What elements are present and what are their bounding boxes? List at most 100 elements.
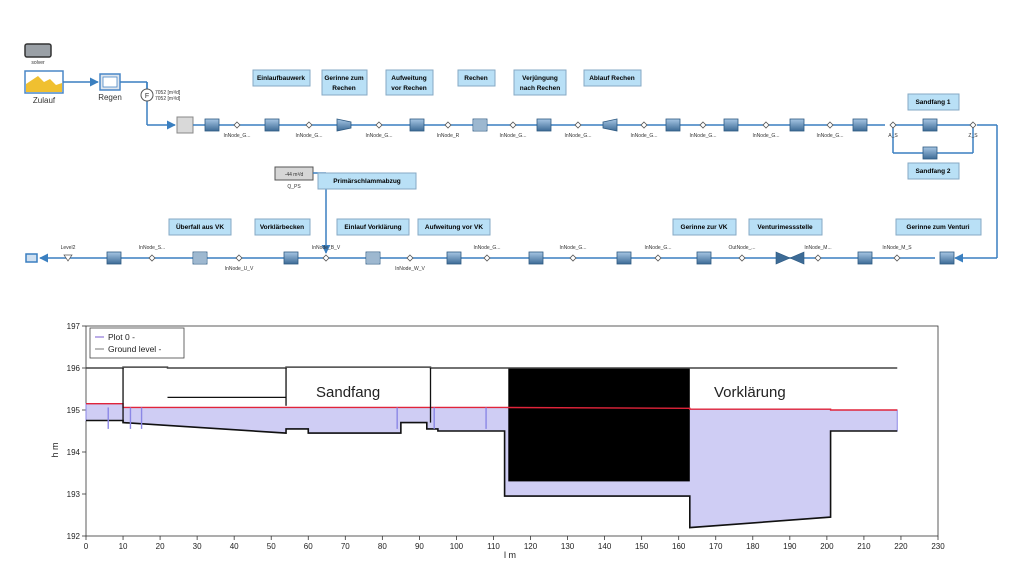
label-aufweitung-vor-vk: Aufweitung vor VK [417, 218, 491, 236]
svg-text:Vorklärbecken: Vorklärbecken [260, 224, 304, 231]
flow-sensor[interactable]: F 7052 [m³/d] 7052 [m³/d] [140, 88, 181, 102]
x-tick-label: 20 [156, 542, 165, 551]
merge-block[interactable] [176, 116, 194, 134]
channel-block[interactable] [446, 251, 462, 265]
node-diamond[interactable] [235, 254, 243, 262]
channel-block[interactable] [665, 118, 681, 132]
annotation-vorklaerung: Vorklärung [714, 384, 786, 401]
svg-text:Einlauf Vorklärung: Einlauf Vorklärung [344, 224, 401, 231]
channel-block[interactable] [283, 251, 299, 265]
channel-block[interactable] [106, 251, 122, 265]
node-diamond[interactable] [375, 121, 383, 129]
node-label: InNode_G... [296, 133, 323, 139]
x-tick-label: 180 [746, 542, 760, 551]
x-tick-label: 50 [267, 542, 276, 551]
node-label: Z_S [968, 133, 978, 139]
x-tick-label: 220 [894, 542, 908, 551]
node-diamond[interactable] [699, 121, 707, 129]
level2-block[interactable]: Level2 [25, 245, 76, 263]
svg-text:Sandfang 2: Sandfang 2 [915, 168, 950, 175]
svg-text:Primärschlammabzug: Primärschlammabzug [333, 178, 401, 185]
x-tick-label: 130 [561, 542, 575, 551]
channel-block[interactable] [204, 118, 220, 132]
node-label: InNode_R [437, 133, 460, 139]
node-diamond[interactable] [406, 254, 414, 262]
svg-text:Verjüngung: Verjüngung [522, 75, 558, 82]
y-tick-label: 193 [67, 490, 81, 499]
label-ueberfall-aus-vk: Überfall aus VK [168, 218, 232, 236]
svg-text:Gerinne zum Venturi: Gerinne zum Venturi [906, 224, 969, 231]
node-diamond[interactable] [233, 121, 241, 129]
node-diamond[interactable] [305, 121, 313, 129]
channel-block[interactable] [409, 118, 425, 132]
sandfang1-block[interactable] [922, 118, 938, 132]
flow-value-1: 7052 [m³/d] [155, 90, 181, 96]
node-label: A_S [888, 133, 898, 139]
y-tick-label: 196 [67, 364, 81, 373]
node-diamond[interactable] [574, 121, 582, 129]
channel-block[interactable] [616, 251, 632, 265]
label-verjuengung: Verjüngung nach Rechen [513, 69, 567, 96]
channel-block[interactable] [723, 118, 739, 132]
node-label: InNode_G... [753, 133, 780, 139]
sandfang2-block[interactable] [922, 146, 938, 160]
svg-text:Venturimessstelle: Venturimessstelle [757, 224, 813, 231]
svg-text:Aufweitung vor VK: Aufweitung vor VK [425, 224, 483, 231]
regen-block[interactable]: Regen [98, 73, 122, 102]
zulauf-label: Zulauf [33, 96, 56, 105]
zulauf-block[interactable]: Zulauf [24, 70, 64, 105]
node-diamond[interactable] [826, 121, 834, 129]
y-tick-label: 192 [67, 532, 81, 541]
label-einlaufbauwerk: Einlaufbauwerk [252, 69, 311, 87]
y-axis-label: h m [50, 442, 60, 457]
label-venturimessstelle: Venturimessstelle [748, 218, 823, 236]
node-diamond[interactable] [738, 254, 746, 262]
label-sandfang2: Sandfang 2 [907, 162, 960, 180]
node-label: InNode_U_V [225, 266, 254, 272]
x-tick-label: 170 [709, 542, 723, 551]
channel-block[interactable] [264, 118, 280, 132]
level2-label: Level2 [61, 245, 76, 251]
svg-text:Sandfang 1: Sandfang 1 [915, 99, 950, 106]
node-label: OutNode_... [729, 245, 756, 251]
node-diamond[interactable] [889, 121, 897, 129]
channel-bottom-line [86, 419, 898, 529]
x-tick-label: 80 [378, 542, 387, 551]
node-diamond[interactable] [969, 121, 977, 129]
svg-text:Gerinne zur VK: Gerinne zur VK [681, 224, 728, 231]
node-diamond[interactable] [322, 254, 330, 262]
channel-block[interactable] [789, 118, 805, 132]
svg-text:vor Rechen: vor Rechen [391, 85, 426, 92]
rechen-block [472, 118, 488, 132]
y-tick-label: 195 [67, 406, 81, 415]
node-diamond[interactable] [762, 121, 770, 129]
channel-block[interactable] [852, 118, 868, 132]
x-tick-label: 110 [487, 542, 500, 551]
node-diamond[interactable] [509, 121, 517, 129]
channel-block[interactable] [857, 251, 873, 265]
x-tick-label: 140 [598, 542, 612, 551]
channel-block[interactable] [696, 251, 712, 265]
node-diamond[interactable] [640, 121, 648, 129]
node-label: InNode_G... [645, 245, 672, 251]
node-diamond[interactable] [444, 121, 452, 129]
label-ablauf-rechen: Ablauf Rechen [583, 69, 642, 87]
y-tick-label: 197 [67, 322, 81, 331]
node-diamond[interactable] [148, 254, 156, 262]
node-diamond[interactable] [569, 254, 577, 262]
channel-block[interactable] [528, 251, 544, 265]
x-tick-label: 100 [450, 542, 464, 551]
solver-block[interactable]: solver [24, 43, 52, 66]
x-tick-label: 90 [415, 542, 424, 551]
q-ps-block[interactable]: -44 m³/d Q_PS [274, 166, 314, 190]
node-diamond[interactable] [893, 254, 901, 262]
node-label: InNode_G... [224, 133, 251, 139]
channel-block[interactable] [939, 251, 955, 265]
x-tick-label: 150 [635, 542, 649, 551]
node-diamond[interactable] [814, 254, 822, 262]
channel-block[interactable] [536, 118, 552, 132]
label-rechen: Rechen [457, 69, 496, 87]
venturi-block[interactable] [775, 251, 805, 265]
node-diamond[interactable] [654, 254, 662, 262]
node-diamond[interactable] [483, 254, 491, 262]
